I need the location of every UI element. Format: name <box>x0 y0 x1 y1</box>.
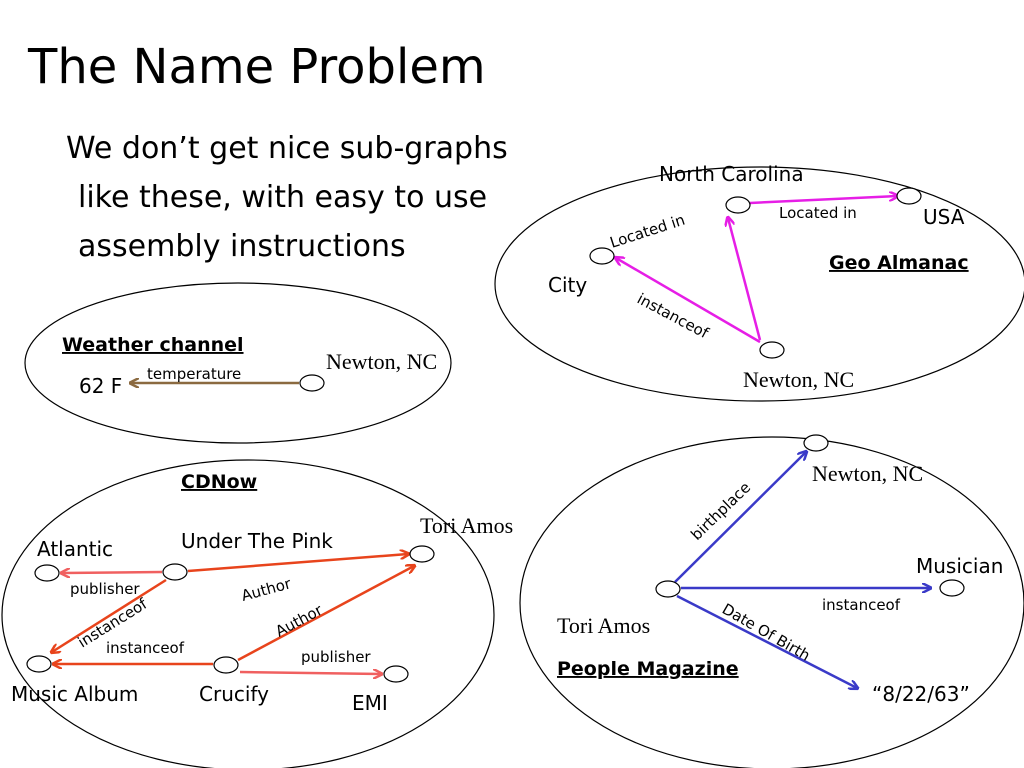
cdnow-label-tori-amos: Tori Amos <box>420 513 513 538</box>
cdnow-node-tori-amos <box>409 545 435 563</box>
geo-label-usa: USA <box>923 205 965 229</box>
cdnow-edge-publisher-emi <box>239 672 381 674</box>
cdnow-edge-label-publisher-1: publisher <box>70 580 140 598</box>
geo-label-newton: Newton, NC <box>743 367 854 392</box>
weather-channel-graph: Newton, NC 62 F temperature Weather chan… <box>24 282 452 444</box>
cdnow-node-music-album <box>26 655 52 673</box>
weather-node-newton <box>299 374 325 392</box>
geo-edge-instanceof <box>616 258 761 344</box>
people-node-newton <box>803 434 829 452</box>
geo-edge-label-located-in-usa: Located in <box>779 204 857 222</box>
cdnow-node-crucify <box>213 656 239 674</box>
intro-line-3: assembly instructions <box>78 229 406 264</box>
geo-node-usa <box>896 187 922 205</box>
geo-edge-label-located-in-nc: Located in <box>608 211 688 252</box>
cdnow-edge-publisher-atlantic <box>62 572 163 573</box>
people-label-newton: Newton, NC <box>812 461 923 486</box>
geo-almanac-graph: North Carolina USA City Newton, NC Locat… <box>494 162 1024 402</box>
geo-edge-located-in-usa <box>749 196 897 205</box>
geo-node-city <box>589 247 615 265</box>
cdnow-node-under-the-pink <box>162 563 188 581</box>
cdnow-node-emi <box>383 665 409 683</box>
cdnow-source-label: CDNow <box>181 471 257 493</box>
page-title: The Name Problem <box>27 39 486 95</box>
cdnow-edge-label-author-1: Author <box>239 574 293 605</box>
weather-source-label: Weather channel <box>62 334 244 356</box>
intro-line-2: like these, with easy to use <box>78 180 487 215</box>
people-label-musician: Musician <box>916 554 1003 578</box>
cdnow-node-atlantic <box>34 564 60 582</box>
cdnow-label-emi: EMI <box>352 691 388 715</box>
weather-label-temp: 62 F <box>79 374 122 398</box>
people-edge-date-of-birth <box>676 594 857 688</box>
cdnow-edge-label-instanceof-2: instanceof <box>106 639 185 657</box>
geo-edge-label-instanceof: instanceof <box>634 290 712 343</box>
cdnow-edge-author-2 <box>237 566 414 662</box>
people-edge-birthplace <box>674 452 806 583</box>
cdnow-boundary <box>1 459 495 768</box>
weather-edge-label-temperature: temperature <box>147 365 241 383</box>
people-node-tori-amos <box>655 580 681 598</box>
people-edge-label-instanceof: instanceof <box>822 596 901 614</box>
cdnow-graph: Atlantic Under The Pink Tori Amos Music … <box>1 459 513 768</box>
people-edge-label-birthplace: birthplace <box>687 478 754 543</box>
people-node-musician <box>939 579 965 597</box>
cdnow-edge-label-publisher-2: publisher <box>301 648 371 666</box>
intro-line-1: We don’t get nice sub-graphs <box>66 131 508 166</box>
geo-node-newton <box>759 341 785 359</box>
weather-label-newton: Newton, NC <box>326 349 437 374</box>
geo-node-nc <box>725 196 751 214</box>
geo-label-city: City <box>548 273 587 297</box>
people-label-dob-value: “8/22/63” <box>872 682 970 706</box>
cdnow-edge-label-author-2: Author <box>272 601 326 641</box>
geo-boundary <box>494 166 1024 402</box>
people-edge-label-date-of-birth: Date Of Birth <box>719 600 813 665</box>
cdnow-label-atlantic: Atlantic <box>37 537 113 561</box>
geo-edge-located-in-nc <box>728 218 762 341</box>
people-magazine-graph: Newton, NC Musician Tori Amos “8/22/63” … <box>519 434 1024 768</box>
geo-label-nc: North Carolina <box>659 162 804 186</box>
cdnow-edge-author-1 <box>187 554 408 573</box>
weather-boundary <box>24 282 452 444</box>
people-boundary <box>519 436 1024 768</box>
cdnow-label-crucify: Crucify <box>199 682 269 706</box>
cdnow-edge-instanceof-1 <box>52 578 167 652</box>
geo-source-label: Geo Almanac <box>829 252 969 274</box>
people-source-label: People Magazine <box>557 658 739 680</box>
cdnow-label-music-album: Music Album <box>11 682 138 706</box>
cdnow-label-under-the-pink: Under The Pink <box>181 529 333 553</box>
people-label-tori-amos: Tori Amos <box>557 613 650 638</box>
